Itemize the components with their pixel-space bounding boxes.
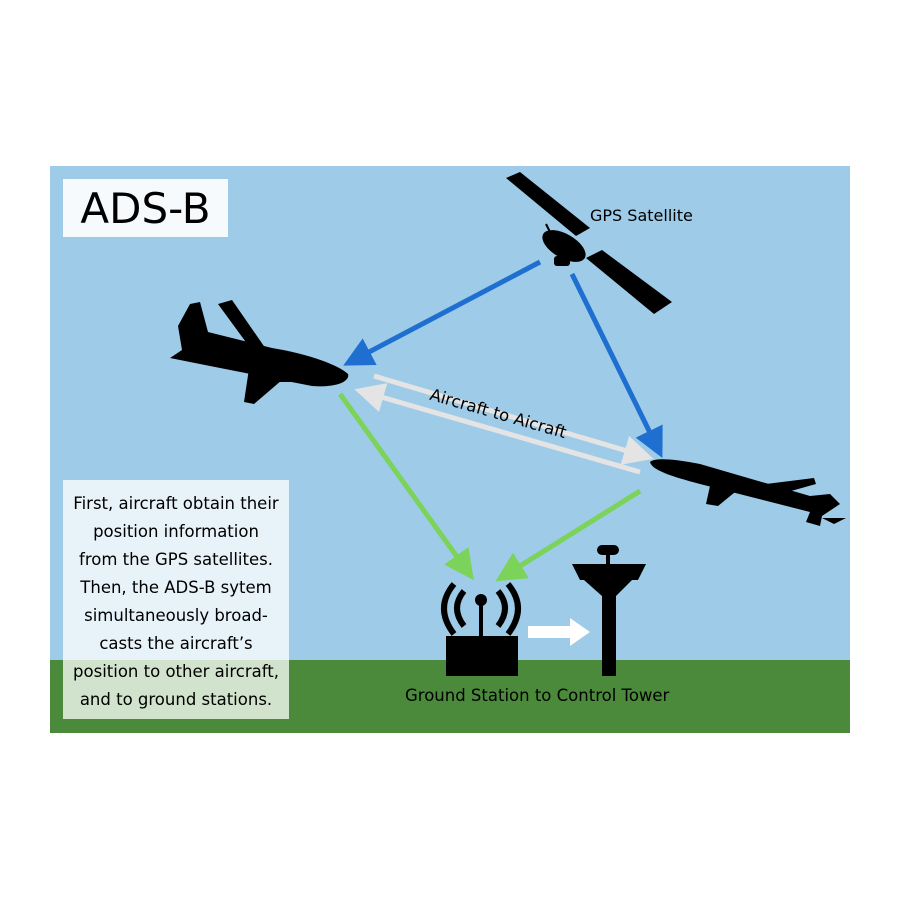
description-line: position to other aircraft,	[73, 662, 279, 681]
description-line: Then, the ADS-B sytem	[80, 578, 272, 597]
control-tower-icon	[572, 545, 646, 676]
station-to-tower-arrow	[528, 618, 590, 646]
description-line: First, aircraft obtain their	[73, 494, 279, 513]
description-line: simultaneously broad-	[84, 606, 268, 625]
adsb-diagram: ADS-B GPS Satellite Aircraft to Aicraft …	[50, 166, 850, 733]
airplane-icon	[170, 300, 349, 404]
description-line: and to ground stations.	[79, 690, 273, 709]
diagram-graphics	[170, 172, 846, 676]
description-line: position information	[93, 522, 259, 541]
gps-satellite-label: GPS Satellite	[590, 206, 693, 225]
ground-station-label: Ground Station to Control Tower	[405, 686, 670, 705]
antenna-icon	[441, 582, 521, 676]
satellite-icon	[506, 172, 672, 314]
description-line: from the GPS satellites.	[79, 550, 273, 569]
page-title: ADS-B	[63, 179, 228, 237]
description-box: First, aircraft obtain their position in…	[63, 480, 289, 719]
description-line: casts the aircraft’s	[99, 634, 253, 653]
airplane-icon	[650, 459, 846, 526]
